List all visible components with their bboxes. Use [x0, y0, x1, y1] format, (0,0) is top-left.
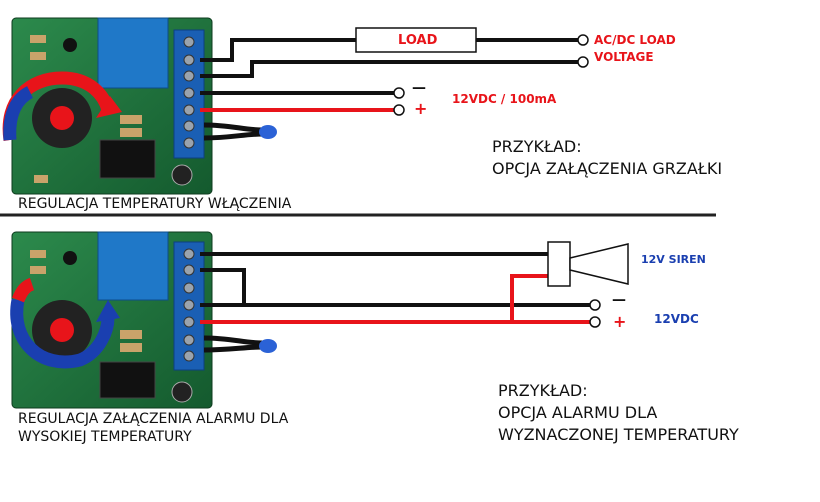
- terminal-icon: [393, 87, 405, 99]
- relay-icon: [97, 17, 169, 89]
- plus-label: +: [414, 99, 428, 118]
- capacitor-icon: [171, 164, 193, 186]
- minus-label: —: [412, 80, 426, 96]
- terminal-icon: [589, 316, 601, 328]
- resistor-icon: [120, 330, 142, 339]
- resistor-icon: [30, 266, 46, 274]
- bottom-caption: REGULACJA ZAŁĄCZENIA ALARMU DLA WYSOKIEJ…: [18, 411, 289, 445]
- transistor-icon: [63, 251, 77, 265]
- supply-label: 12VDC / 100mA: [452, 92, 557, 106]
- resistor-icon: [30, 35, 46, 43]
- resistor-icon: [120, 115, 142, 124]
- terminal-icon: [589, 299, 601, 311]
- terminal-icon: [393, 104, 405, 116]
- siren-label: 12V SIREN: [641, 253, 706, 266]
- minus-label: —: [612, 292, 626, 308]
- ic-chip-icon: [99, 139, 156, 179]
- acdc-label-line1: AC/DC LOAD: [594, 33, 676, 47]
- example-title: PRZYKŁAD:: [498, 381, 588, 400]
- ic-chip-icon: [99, 361, 156, 399]
- resistor-icon: [30, 250, 46, 258]
- example-desc-line2: WYZNACZONEJ TEMPERATURY: [498, 425, 739, 444]
- bottom-module: [10, 231, 629, 409]
- jumper-wire: [200, 268, 246, 305]
- transistor-icon: [63, 38, 77, 52]
- top-module: [2, 17, 589, 195]
- acdc-label-line2: VOLTAGE: [594, 50, 654, 64]
- load-label: LOAD: [398, 33, 438, 48]
- siren-pos-wire: [510, 274, 548, 322]
- capacitor-icon: [171, 381, 193, 403]
- relay-icon: [97, 231, 169, 301]
- example-desc-line1: OPCJA ALARMU DLA: [498, 403, 658, 422]
- resistor-icon: [120, 343, 142, 352]
- example-title: PRZYKŁAD:: [492, 137, 582, 156]
- resistor-icon: [120, 128, 142, 137]
- terminal-icon: [577, 56, 589, 68]
- sensor-probe-icon: [203, 335, 263, 346]
- load-box: [355, 27, 477, 53]
- top-caption: REGULACJA TEMPERATURY WŁĄCZENIA: [18, 196, 292, 212]
- sensor-probe-icon: [203, 122, 263, 133]
- siren-icon: [547, 241, 629, 287]
- voltage-wire: [200, 60, 582, 78]
- rotation-arrow-icon: [10, 298, 115, 369]
- terminal-icon: [577, 34, 589, 46]
- resistor-icon: [34, 175, 48, 183]
- plus-label: +: [613, 312, 627, 331]
- example-desc: OPCJA ZAŁĄCZENIA GRZAŁKI: [492, 159, 723, 178]
- supply-label: 12VDC: [654, 312, 699, 326]
- resistor-icon: [30, 52, 46, 60]
